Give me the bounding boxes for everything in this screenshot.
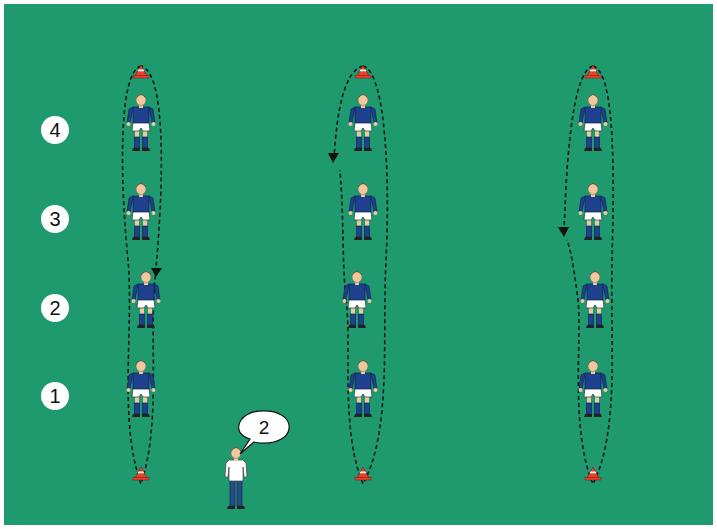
row-number-text: 3 bbox=[49, 209, 60, 229]
row-number: 1 bbox=[41, 382, 69, 410]
row-number: 2 bbox=[41, 294, 69, 322]
callout-number: 2 bbox=[259, 418, 270, 437]
row-number: 4 bbox=[41, 116, 69, 144]
row-number-text: 4 bbox=[49, 120, 60, 140]
row-number: 3 bbox=[41, 205, 69, 233]
speech-bubble: 2 bbox=[238, 410, 290, 444]
row-number-text: 1 bbox=[49, 386, 60, 406]
row-number-text: 2 bbox=[49, 298, 60, 318]
